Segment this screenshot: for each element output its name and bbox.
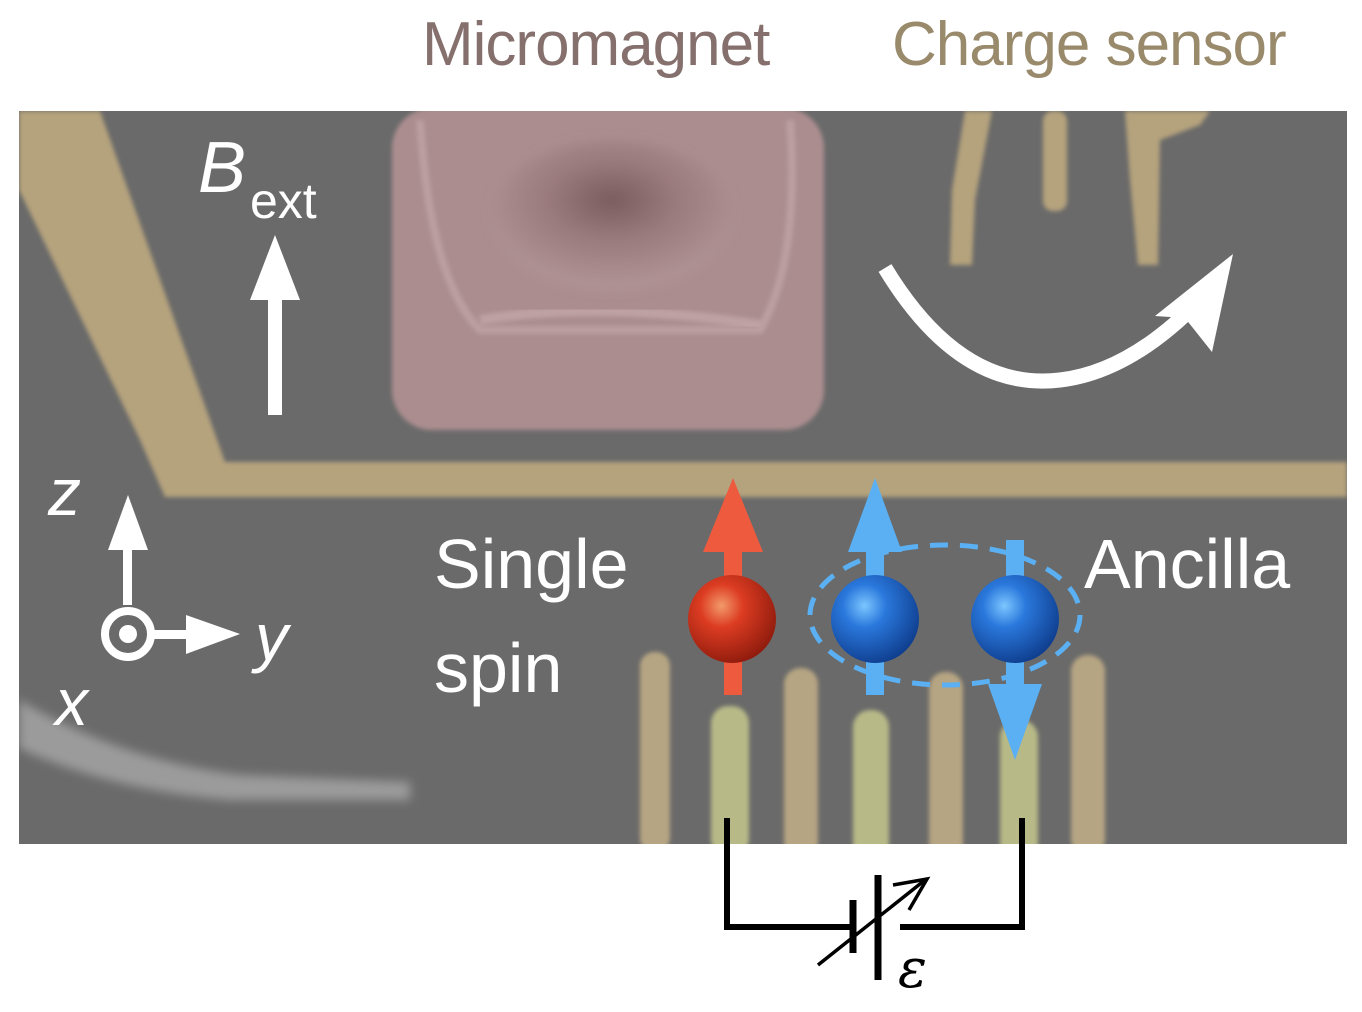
micromagnet-label: Micromagnet (422, 10, 770, 79)
finger-gate (929, 672, 963, 844)
coordinate-axes: z y x (47, 455, 292, 739)
z-axis-arrow (123, 540, 132, 605)
finger-gate (784, 668, 818, 844)
plunger-gate-2 (853, 710, 889, 844)
ancilla-spin-2 (971, 540, 1059, 760)
single-spin (688, 478, 776, 695)
sensor-gate-2 (1043, 111, 1067, 211)
micromagnet (392, 111, 824, 430)
ancilla-pair-outline (807, 542, 1083, 688)
screening-gate (19, 111, 1347, 497)
sem-image (19, 111, 1347, 844)
up-arrow-icon (250, 235, 300, 415)
charge-sensor-label: Charge sensor (892, 10, 1287, 79)
single-spin-label-line2: spin (434, 629, 562, 707)
spin-sphere (831, 575, 919, 663)
axis-y-label: y (251, 600, 292, 674)
b-field-subscript: ext (250, 173, 317, 229)
gate-electrodes (19, 111, 1347, 844)
sensor-gate-3 (1125, 111, 1210, 265)
z-arrow-head (108, 495, 148, 550)
y-arrow-head (186, 615, 240, 654)
gray-lead (19, 700, 410, 800)
ancilla-label: Ancilla (1084, 525, 1290, 603)
finger-gate (1071, 655, 1105, 844)
spin-sphere (971, 575, 1059, 663)
b-field-label: B (198, 128, 246, 208)
y-axis-arrow (151, 630, 191, 639)
plunger-gate-1 (711, 706, 749, 844)
b-ext-annotation: B ext (198, 128, 317, 415)
spin-sphere (688, 575, 776, 663)
curved-arrow-icon (878, 254, 1233, 389)
tuning-arrow (816, 878, 927, 967)
sensor-gate-1 (950, 111, 992, 265)
ancilla-spin-1 (831, 478, 919, 695)
variable-voltage-source-icon (724, 818, 1025, 980)
detuning-label: ε (898, 937, 927, 1000)
axis-x-label: x (52, 665, 90, 739)
finger-gate (640, 652, 670, 844)
plunger-gate-3 (1000, 720, 1038, 844)
single-spin-label-line1: Single (434, 525, 629, 603)
axis-z-label: z (47, 455, 81, 529)
